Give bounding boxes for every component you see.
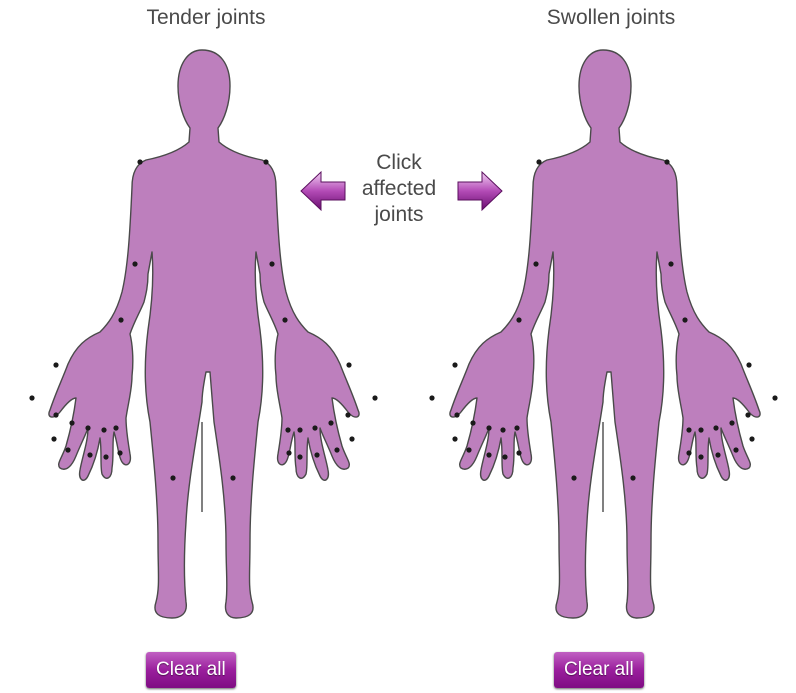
joint-left-elbow[interactable] — [132, 261, 137, 266]
tender-joints-title: Tender joints — [86, 6, 326, 30]
joint-right-pip-2[interactable] — [686, 450, 691, 455]
joint-right-thumb-1[interactable] — [346, 362, 351, 367]
joint-left-pip-3[interactable] — [65, 447, 70, 452]
joint-right-knee[interactable] — [630, 475, 635, 480]
joint-left-pip-4[interactable] — [486, 452, 491, 457]
joint-left-thumb-2[interactable] — [29, 395, 34, 400]
joint-left-thumb-1[interactable] — [53, 362, 58, 367]
joint-right-pip-6[interactable] — [349, 436, 354, 441]
joint-right-mcp-6[interactable] — [345, 412, 350, 417]
joint-right-pip-6[interactable] — [749, 436, 754, 441]
joint-left-mcp-5[interactable] — [500, 427, 505, 432]
joint-right-mcp-2[interactable] — [686, 427, 691, 432]
joint-left-mcp-2[interactable] — [53, 412, 58, 417]
instruction-line-2: affected — [353, 176, 445, 202]
joint-left-mcp-2[interactable] — [454, 412, 459, 417]
joint-right-mcp-3[interactable] — [297, 427, 302, 432]
joint-right-elbow[interactable] — [269, 261, 274, 266]
joint-left-mcp-4[interactable] — [486, 425, 491, 430]
joint-right-pip-3[interactable] — [698, 454, 703, 459]
joint-left-mcp-4[interactable] — [85, 425, 90, 430]
joint-left-mcp-6[interactable] — [514, 425, 519, 430]
joint-right-thumb-2[interactable] — [772, 395, 777, 400]
joint-left-pip-3[interactable] — [466, 447, 471, 452]
joint-right-pip-5[interactable] — [733, 447, 738, 452]
clear-all-tender-button[interactable]: Clear all — [146, 652, 236, 688]
joint-right-pip-5[interactable] — [334, 447, 339, 452]
joint-left-shoulder[interactable] — [137, 159, 142, 164]
arrow-left-icon — [299, 168, 347, 214]
joint-right-pip-3[interactable] — [297, 454, 302, 459]
tender-joints-body-map — [42, 42, 362, 632]
swollen-joints-body-map — [443, 42, 763, 632]
joint-right-pip-2[interactable] — [286, 450, 291, 455]
click-affected-joints-instruction: Click affected joints — [353, 150, 445, 228]
joint-right-mcp-6[interactable] — [745, 412, 750, 417]
joint-left-wrist[interactable] — [118, 317, 123, 322]
joint-left-knee[interactable] — [170, 475, 175, 480]
joint-left-pip-5[interactable] — [502, 454, 507, 459]
joint-right-pip-4[interactable] — [314, 452, 319, 457]
joint-left-shoulder[interactable] — [536, 159, 541, 164]
joint-right-wrist[interactable] — [282, 317, 287, 322]
joint-right-mcp-3[interactable] — [698, 427, 703, 432]
joint-right-mcp-5[interactable] — [328, 420, 333, 425]
joint-left-pip-4[interactable] — [87, 452, 92, 457]
swollen-joints-title: Swollen joints — [491, 6, 731, 30]
joint-left-pip-2[interactable] — [452, 436, 457, 441]
joint-right-mcp-4[interactable] — [713, 425, 718, 430]
joint-right-shoulder[interactable] — [664, 159, 669, 164]
joint-left-pip-6[interactable] — [516, 450, 521, 455]
joint-right-thumb-2[interactable] — [372, 395, 377, 400]
joint-left-wrist[interactable] — [516, 317, 521, 322]
joint-left-elbow[interactable] — [533, 261, 538, 266]
joint-right-pip-4[interactable] — [715, 452, 720, 457]
joint-left-knee[interactable] — [571, 475, 576, 480]
joint-right-mcp-4[interactable] — [312, 425, 317, 430]
joint-right-thumb-1[interactable] — [746, 362, 751, 367]
joint-right-mcp-5[interactable] — [729, 420, 734, 425]
joint-right-knee[interactable] — [230, 475, 235, 480]
joint-left-mcp-3[interactable] — [69, 420, 74, 425]
joint-left-pip-2[interactable] — [51, 436, 56, 441]
joint-right-shoulder[interactable] — [263, 159, 268, 164]
joint-left-mcp-6[interactable] — [113, 425, 118, 430]
joint-left-thumb-2[interactable] — [429, 395, 434, 400]
joint-right-elbow[interactable] — [668, 261, 673, 266]
joint-left-thumb-1[interactable] — [452, 362, 457, 367]
joint-left-mcp-3[interactable] — [470, 420, 475, 425]
joint-right-mcp-2[interactable] — [285, 427, 290, 432]
joint-right-wrist[interactable] — [682, 317, 687, 322]
instruction-line-3: joints — [353, 202, 445, 228]
joint-left-mcp-5[interactable] — [101, 427, 106, 432]
joint-left-pip-6[interactable] — [117, 450, 122, 455]
instruction-line-1: Click — [353, 150, 445, 176]
arrow-right-icon — [456, 168, 504, 214]
clear-all-swollen-button[interactable]: Clear all — [554, 652, 644, 688]
joint-left-pip-5[interactable] — [103, 454, 108, 459]
